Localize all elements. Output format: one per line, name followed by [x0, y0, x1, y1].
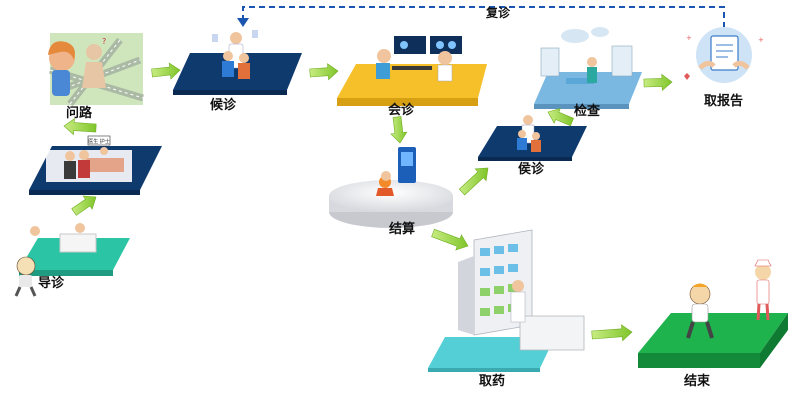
return-visit-connector [237, 6, 725, 38]
flow-arrows [63, 62, 673, 342]
label-houzhen-1: 候诊 [210, 97, 237, 113]
label-jiancha: 检查 [574, 103, 601, 119]
houzhen1-top [173, 53, 302, 90]
surgical-lamp [561, 29, 589, 43]
reception-sign [87, 135, 111, 146]
label-quyao: 取药 [479, 373, 505, 389]
platform-daozhen [14, 223, 130, 297]
platform-jiancha [534, 27, 642, 109]
platform-quyao [428, 229, 585, 372]
arrow-huizhen-to-jiesuan [390, 116, 408, 144]
platform-reception: 医生 护士 [29, 135, 162, 195]
label-wenlu: 问路 [66, 105, 93, 121]
decor-plus-icon: + [758, 36, 764, 44]
label-jieshu: 结束 [684, 373, 711, 389]
arrow-jiesuan-to-quyao [431, 228, 469, 251]
label-daozhen: 导诊 [38, 275, 65, 291]
label-huizhen: 会诊 [388, 102, 415, 118]
arrow-jiancha-to-qubaogao [643, 73, 673, 92]
return-dashed-line [242, 6, 725, 38]
platform-houzhen1 [173, 30, 302, 95]
decor-cross-icon: + [686, 34, 692, 42]
platform-houzhen2 [478, 115, 587, 161]
decor-heart-icon [684, 73, 690, 80]
arrow-houzhen-to-huizhen [309, 63, 339, 81]
platform-jieshu [638, 259, 788, 368]
platform-jiesuan [329, 147, 453, 228]
jiancha-top [534, 72, 642, 104]
happy-patient [686, 283, 714, 339]
label-qubaogao: 取报告 [704, 93, 743, 109]
label-houzhen-2: 侯诊 [518, 161, 545, 177]
platform-huizhen [337, 36, 487, 106]
arrow-reception-to-wenlu [63, 117, 97, 136]
pharmacy-counter [519, 315, 585, 351]
arrow-daozhen-to-reception [71, 195, 97, 216]
medical-cabinet [540, 47, 560, 77]
label-jiesuan: 结算 [389, 221, 415, 237]
arrow-jiesuan-to-houzhen2 [458, 167, 489, 196]
label-return-visit: 复诊 [485, 5, 511, 20]
jieshu-top [638, 313, 788, 353]
arrow-quyao-to-jieshu [591, 324, 633, 342]
daozhen-top [19, 238, 130, 270]
scene-wenlu: ? [48, 33, 145, 107]
scene-qubaogao: + + [684, 27, 764, 83]
return-arrow-head [237, 18, 249, 27]
monitor-2 [430, 36, 462, 54]
arrow-wenlu-to-houzhen [151, 62, 181, 80]
svg-text:?: ? [102, 37, 106, 46]
monitor-1 [394, 36, 426, 54]
body-figure-head [86, 44, 102, 60]
walking-patient-daozhen [14, 256, 37, 297]
reception-sign-text: 医生 护士 [88, 138, 110, 145]
arrow-houzhen2-to-jiancha [547, 108, 574, 127]
nurse-figure [754, 259, 772, 321]
